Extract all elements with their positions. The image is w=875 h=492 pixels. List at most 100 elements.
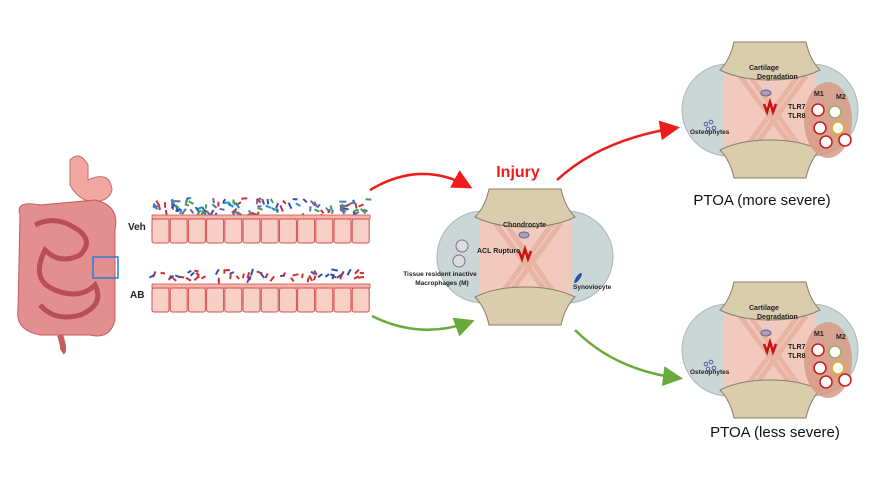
osteophyte-icon — [705, 126, 711, 132]
bacterium — [259, 272, 266, 279]
bacterium — [365, 198, 372, 201]
epithelial-cell — [315, 218, 334, 244]
bacterium — [250, 211, 257, 216]
macrophage-icon — [819, 375, 833, 389]
bacterium — [205, 210, 211, 216]
bacterium — [185, 277, 192, 282]
bacterium — [232, 200, 237, 206]
epithelial-cell — [297, 218, 316, 244]
bacterium — [184, 198, 189, 205]
macrophages-label-2: Macrophages (M) — [415, 280, 468, 287]
bacterium — [234, 210, 241, 216]
bacterium — [329, 205, 333, 211]
bacterium — [269, 198, 275, 204]
epithelial-cell — [187, 218, 206, 244]
tlr7-label: TLR7 — [788, 344, 806, 351]
epithelial-cell — [187, 287, 206, 313]
bacterium — [331, 209, 334, 214]
bacterium — [158, 205, 161, 211]
osteophytes-label: Osteophytes — [690, 369, 730, 376]
bacterium — [212, 198, 215, 204]
bacterium — [348, 200, 356, 206]
bacterium — [155, 200, 161, 207]
bacterium — [209, 209, 215, 216]
macrophages-label-1: Tissue resident inactive — [403, 271, 477, 278]
bacterium — [339, 204, 342, 212]
green-arrow-ab — [371, 314, 475, 337]
bacterium — [170, 203, 176, 209]
epithelial-cell — [169, 218, 188, 244]
bacterium — [235, 275, 240, 280]
bacterium — [275, 202, 280, 209]
epithelial-cell — [333, 218, 352, 244]
bacterium — [257, 206, 263, 211]
bacterium — [234, 201, 241, 209]
epithelial-cell — [260, 218, 279, 244]
bacterium — [279, 205, 284, 213]
bacterium — [340, 203, 346, 208]
bacterium — [331, 268, 339, 272]
macrophage-icon — [831, 121, 845, 135]
green-arrow-less-severe — [574, 329, 683, 387]
epithelial-cell — [333, 287, 352, 313]
bacterium — [308, 274, 314, 282]
macrophage-icon — [828, 105, 842, 119]
bacterium — [354, 268, 360, 275]
osteophyte-icon — [703, 361, 709, 367]
m1-label: M1 — [814, 331, 824, 338]
bacterium — [272, 208, 278, 211]
m2-label: M2 — [836, 94, 846, 101]
epithelium-border — [151, 214, 371, 220]
cartilage-label-1: Cartilage — [749, 65, 779, 72]
bacterium — [309, 206, 312, 212]
bacterium — [219, 207, 225, 211]
bacterium — [343, 207, 349, 211]
bacterium — [189, 208, 195, 215]
bacterium — [310, 200, 316, 207]
bacterium — [181, 208, 187, 215]
bacterium — [148, 273, 156, 279]
bacterium — [290, 277, 295, 283]
bacterium — [339, 200, 347, 203]
bacterium — [200, 275, 207, 280]
bacterium — [352, 210, 356, 216]
epithelial-cell — [206, 218, 225, 244]
bacterium — [217, 277, 221, 284]
epithelial-cell — [169, 287, 188, 313]
tlr8-label: TLR8 — [788, 353, 806, 360]
epithelium-ab — [151, 283, 371, 313]
bacterium — [195, 272, 200, 277]
outcome-caption: PTOA (less severe) — [710, 424, 840, 441]
bacterium — [257, 205, 262, 208]
bacterium — [241, 273, 245, 279]
tlr7-label: TLR7 — [788, 104, 806, 111]
epithelial-cell — [224, 287, 243, 313]
epithelial-cell — [315, 287, 334, 313]
bacterium — [281, 272, 287, 278]
bacterium — [313, 269, 318, 276]
cartilage-label-2: Degradation — [757, 74, 798, 81]
macrophage-icon — [831, 361, 845, 375]
bacterium — [339, 273, 344, 280]
chondrocyte-label: Chondrocyte — [503, 222, 546, 229]
bacterium — [358, 203, 364, 208]
bacterium — [173, 200, 181, 203]
bacterium — [353, 275, 360, 280]
bacterium — [231, 208, 237, 214]
bacterium — [189, 271, 195, 277]
red-arrow-severe — [556, 120, 680, 181]
epithelial-cell — [260, 287, 279, 313]
ab-label: AB — [130, 290, 144, 301]
bacterium — [169, 275, 175, 280]
bacterium — [214, 268, 220, 276]
intestine-illustration — [17, 155, 119, 355]
bacterium — [269, 275, 275, 282]
macrophage-icon — [813, 361, 827, 375]
injury-joint: Injury Chondrocyte ACL Rupture Tissue re… — [403, 164, 613, 325]
bacterium — [306, 277, 310, 283]
bacterium — [346, 268, 352, 276]
bacterium — [357, 275, 365, 279]
